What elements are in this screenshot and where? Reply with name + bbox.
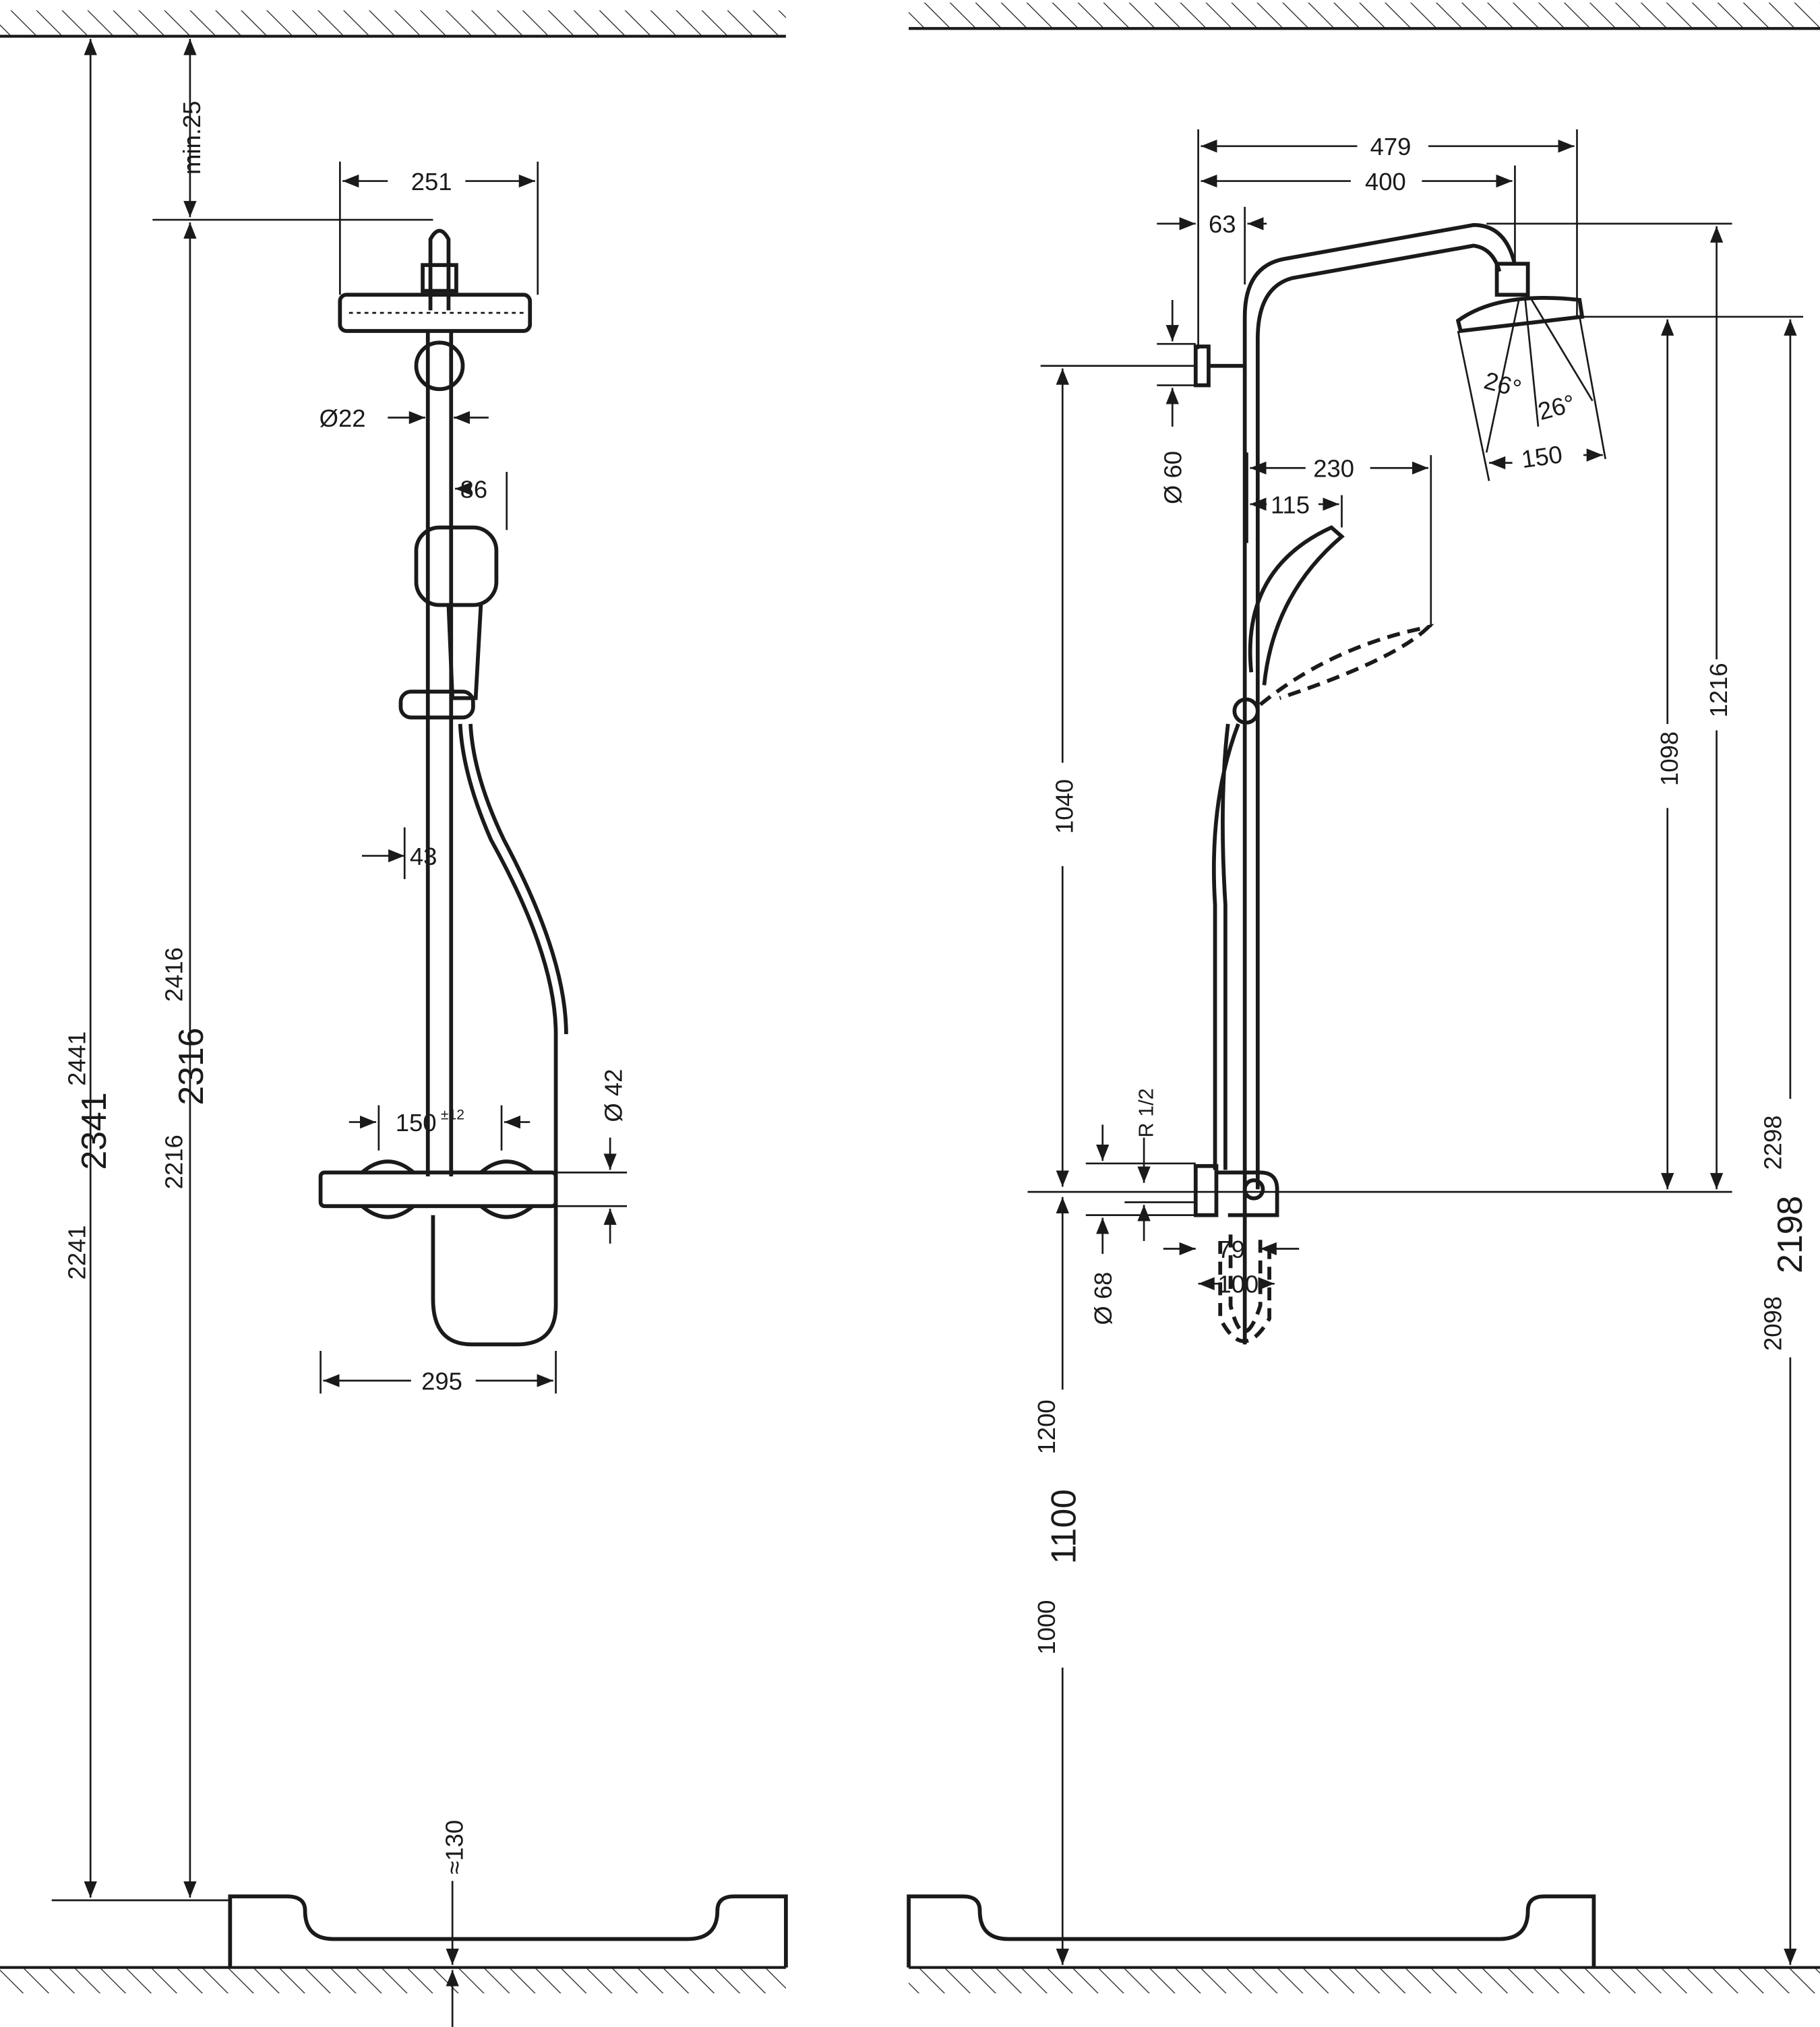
dim-holder-offset: 43 [410,843,437,870]
dim-mixer-diameter: Ø 42 [599,1069,627,1122]
shower-tray-right [907,1894,1596,1968]
dim-bracket-to-mixer: 1040 [1051,779,1079,834]
dim-outlet-spacing: 150 [396,1109,437,1137]
shower-side-view [1193,222,1585,1345]
dim-head-height: 2198 [1770,1196,1809,1273]
dim-spray-width: 150 [1519,440,1564,473]
dim-total-height-high: 2441 [63,1031,91,1086]
right-dimension-lines [1027,129,1804,1965]
dim-total-height: 2341 [74,1092,113,1170]
dim-bracket-diameter: Ø 60 [1159,451,1187,504]
dim-wall-offset: 63 [1209,210,1236,238]
dim-hand-shower-width: 86 [460,475,488,503]
dim-arm-projection-total: 479 [1370,133,1412,160]
dim-spray-angle-1: 26° [1481,366,1524,402]
dim-head-to-mixer: 1098 [1656,731,1683,786]
dim-outlet-spacing-tolerance: ±12 [441,1108,464,1123]
dim-spray-angle-2: 26° [1535,389,1578,425]
floor [0,1966,1820,1994]
dim-arm-projection: 400 [1365,168,1406,195]
dim-rail-diameter: Ø22 [320,404,366,432]
dim-min-clearance: min.25 [178,101,206,175]
dim-mixer-height-low: 1000 [1033,1600,1060,1655]
dim-rail-height-high: 2416 [160,947,187,1002]
dim-rail-height-low: 2216 [160,1134,187,1189]
dim-mixer-height-high: 1200 [1033,1399,1060,1454]
dim-head-height-high: 2298 [1759,1116,1786,1170]
ceiling-right [909,2,1820,30]
dim-mixer-depth-total: 100 [1217,1271,1258,1298]
dim-head-height-low: 2098 [1759,1296,1786,1351]
dim-head-width: 251 [411,168,452,195]
dim-tray-height: ≈130 [441,1820,468,1875]
dim-mixer-depth: 79 [1217,1236,1245,1263]
right-dimension-labels: 479 400 63 Ø 60 230 115 26° 26° 150 1098… [1033,133,1809,1654]
dim-mixer-height: 1100 [1043,1489,1083,1564]
dim-mixer-width: 295 [421,1368,462,1395]
left-dimension-lines [51,38,628,2027]
dim-top-to-mixer: 1216 [1705,663,1732,717]
shower-front-view [318,229,568,1347]
dim-mixer-diameter-side: Ø 68 [1089,1272,1117,1325]
dim-total-height-low: 2241 [63,1225,91,1279]
ceiling-left [0,10,786,38]
shower-tray-left [228,1894,788,1968]
left-dimension-labels: min.25 251 Ø22 86 43 150 ±12 Ø 42 295 ≈1… [63,101,628,1875]
dim-connection-thread: R 1/2 [1134,1088,1158,1137]
dim-hand-reach: 230 [1313,455,1354,483]
dim-hand-offset: 115 [1271,491,1310,518]
dim-rail-height: 2316 [171,1027,210,1105]
